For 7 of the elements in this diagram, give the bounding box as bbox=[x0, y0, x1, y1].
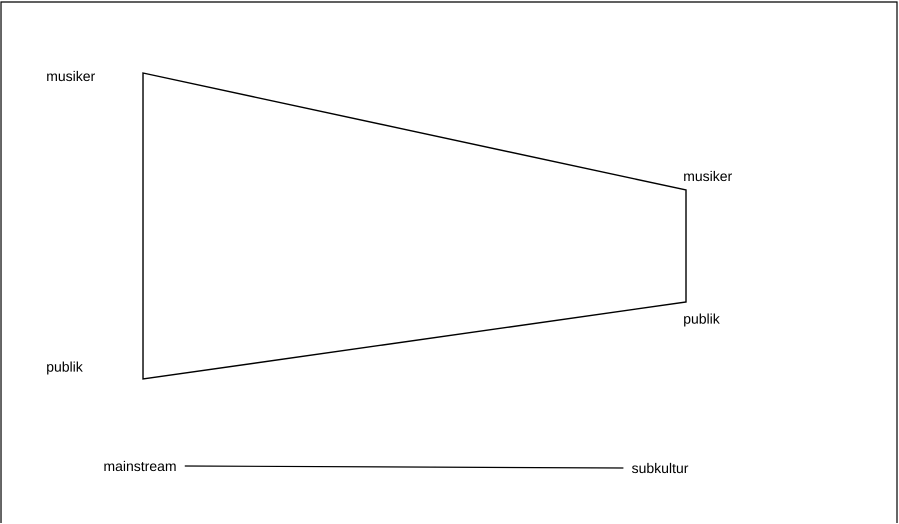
text-label: subkultur bbox=[632, 462, 688, 474]
corner-label: musiker bbox=[684, 170, 732, 182]
connector-line bbox=[184, 465, 624, 469]
corner-label: publik bbox=[684, 313, 720, 327]
corner-label: musiker bbox=[47, 70, 95, 82]
corner-label: publik bbox=[47, 361, 83, 375]
text-label: mainstream bbox=[104, 460, 176, 472]
